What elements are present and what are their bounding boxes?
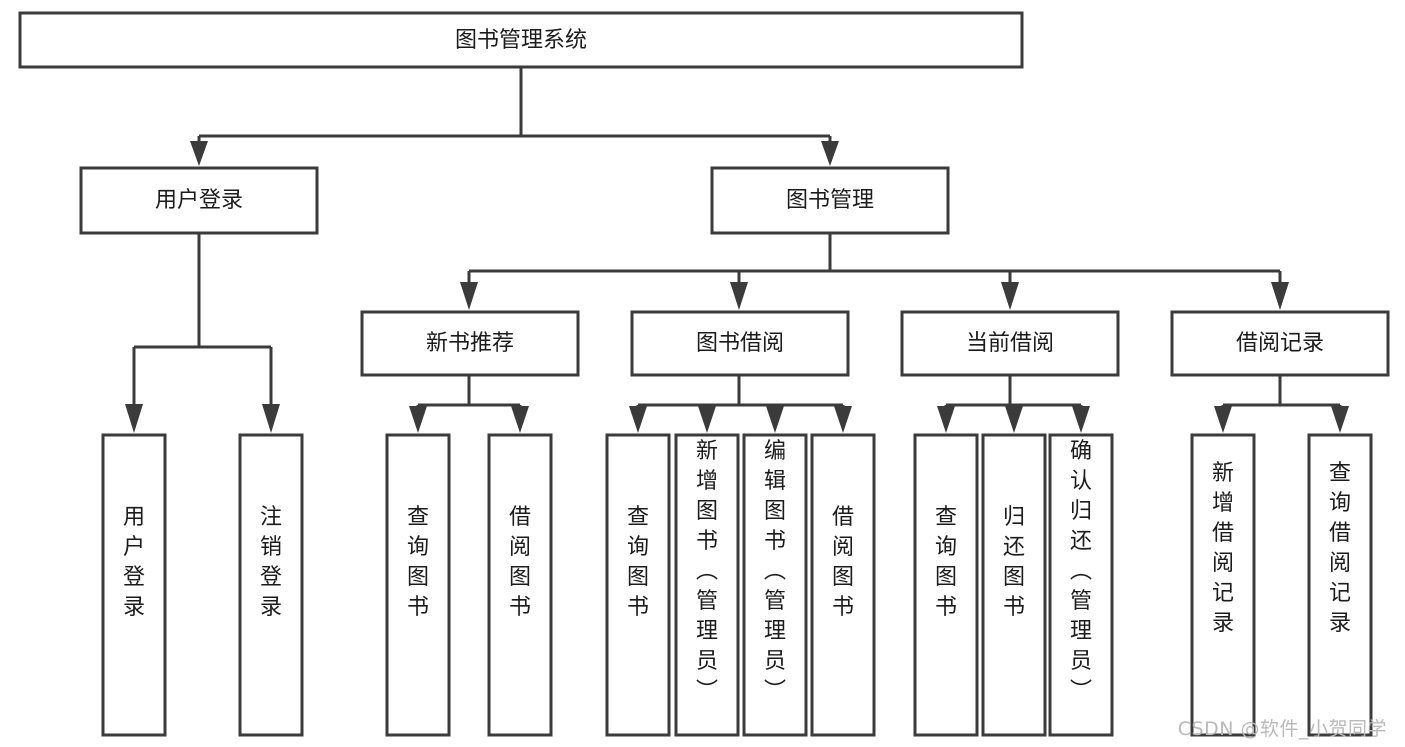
leaf-label-borrow-book: 借阅图书 — [832, 505, 854, 620]
leaf-box-query-borrow-record[interactable] — [1307, 433, 1373, 737]
leaf-return-book[interactable]: 归还图书 — [981, 433, 1047, 737]
arrow-head-to-book-manage — [821, 141, 839, 166]
leaf-label-return-book: 归还图书 — [1003, 505, 1025, 620]
leaf-query-borrow-record[interactable]: 查询借阅记录 — [1307, 433, 1373, 737]
node-box-new-book-recommend[interactable] — [360, 310, 580, 377]
leaf-box-user-login[interactable] — [101, 433, 167, 737]
node-user-login[interactable]: 用户登录 — [79, 166, 319, 235]
arrow-head-to-borrow-record — [1271, 282, 1289, 310]
node-book-management[interactable]: 图书管理 — [710, 166, 950, 235]
leaf-edit-book-admin[interactable]: 编辑图书︵管理员︶ — [742, 433, 808, 737]
leaf-box-edit-book-admin[interactable] — [742, 433, 808, 737]
leaf-box-return-book[interactable] — [981, 433, 1047, 737]
leaf-recommend-query-book[interactable]: 查询图书 — [385, 433, 451, 737]
leaf-user-login[interactable]: 用户登录 — [101, 433, 167, 737]
leaf-box-add-borrow-record[interactable] — [1190, 433, 1256, 737]
leaf-current-query-book[interactable]: 查询图书 — [913, 433, 979, 737]
node-label-borrow-record: 借阅记录 — [1236, 331, 1324, 356]
arrow-head-to-book-borrow — [730, 282, 748, 310]
leaf-borrow-book[interactable]: 借阅图书 — [810, 433, 876, 737]
node-label-new-book-recommend: 新书推荐 — [426, 331, 514, 356]
leaf-add-book-admin[interactable]: 新增图书︵管理员︶ — [674, 433, 740, 737]
arrow-head-currentborrow-leaf-3 — [1072, 406, 1090, 433]
leaf-label-recommend-query-book: 查询图书 — [407, 505, 429, 620]
arrow-head-currentborrow-leaf-1 — [937, 406, 955, 433]
leaf-box-add-book-admin[interactable] — [674, 433, 740, 737]
leaf-box-current-query-book[interactable] — [913, 433, 979, 737]
leaf-label-add-book-admin: 新增图书︵管理员︶ — [696, 439, 718, 704]
arrow-head-bookborrow-leaf-4 — [834, 406, 852, 433]
arrow-head-leaf-logout — [262, 404, 280, 433]
leaf-label-add-borrow-record: 新增借阅记录 — [1212, 461, 1234, 636]
arrow-head-newbook-leaf-1 — [409, 406, 427, 433]
leaf-box-recommend-borrow-book[interactable] — [487, 433, 553, 737]
node-label-current-borrow: 当前借阅 — [966, 331, 1054, 356]
leaf-label-borrow-query-book: 查询图书 — [627, 505, 649, 620]
node-label-root: 图书管理系统 — [455, 28, 587, 53]
leaf-label-recommend-borrow-book: 借阅图书 — [509, 505, 531, 620]
arrow-head-borrowrecord-leaf-2 — [1331, 406, 1349, 433]
node-box-user-login[interactable] — [79, 166, 319, 235]
leaf-logout[interactable]: 注销登录 — [238, 433, 304, 737]
arrow-head-bookborrow-leaf-1 — [629, 406, 647, 433]
arrow-head-to-new-book — [460, 282, 478, 310]
node-label-user-login: 用户登录 — [155, 188, 243, 213]
arrow-head-currentborrow-leaf-2 — [1005, 406, 1023, 433]
node-root-system[interactable]: 图书管理系统 — [18, 11, 1024, 69]
leaf-box-confirm-return-admin[interactable] — [1048, 433, 1114, 737]
node-box-current-borrow[interactable] — [900, 310, 1120, 377]
leaf-label-edit-book-admin: 编辑图书︵管理员︶ — [764, 439, 786, 704]
arrow-head-bookborrow-leaf-3 — [766, 406, 784, 433]
leaf-label-confirm-return-admin: 确认归还︵管理员︶ — [1070, 439, 1092, 704]
node-new-book-recommend[interactable]: 新书推荐 — [360, 310, 580, 377]
node-label-book-management: 图书管理 — [786, 188, 874, 213]
arrow-head-borrowrecord-leaf-1 — [1214, 406, 1232, 433]
leaf-box-borrow-query-book[interactable] — [605, 433, 671, 737]
node-box-root[interactable] — [18, 11, 1024, 69]
leaf-label-query-borrow-record: 查询借阅记录 — [1329, 461, 1351, 636]
node-box-borrow-record[interactable] — [1170, 310, 1390, 377]
leaf-confirm-return-admin[interactable]: 确认归还︵管理员︶ — [1048, 433, 1114, 737]
node-book-borrow[interactable]: 图书借阅 — [630, 310, 850, 377]
node-borrow-record[interactable]: 借阅记录 — [1170, 310, 1390, 377]
leaf-recommend-borrow-book[interactable]: 借阅图书 — [487, 433, 553, 737]
arrow-head-leaf-user-login — [125, 404, 143, 433]
csdn-watermark: CSDN @软件_小贺同学 — [1177, 718, 1387, 740]
leaf-add-borrow-record[interactable]: 新增借阅记录 — [1190, 433, 1256, 737]
leaf-box-borrow-book[interactable] — [810, 433, 876, 737]
node-label-book-borrow: 图书借阅 — [696, 331, 784, 356]
leaf-box-logout[interactable] — [238, 433, 304, 737]
node-box-book-borrow[interactable] — [630, 310, 850, 377]
leaf-label-user-login: 用户登录 — [123, 505, 145, 620]
connector-layer — [125, 67, 1349, 433]
arrow-head-bookborrow-leaf-2 — [698, 406, 716, 433]
leaf-label-logout: 注销登录 — [260, 505, 282, 620]
node-current-borrow[interactable]: 当前借阅 — [900, 310, 1120, 377]
arrow-head-newbook-leaf-2 — [511, 406, 529, 433]
leaf-box-recommend-query-book[interactable] — [385, 433, 451, 737]
node-box-book-management[interactable] — [710, 166, 950, 235]
leaf-borrow-query-book[interactable]: 查询图书 — [605, 433, 671, 737]
arrow-head-to-current-borrow — [1001, 282, 1019, 310]
leaf-label-current-query-book: 查询图书 — [935, 505, 957, 620]
arrow-head-to-user-login — [190, 141, 208, 166]
